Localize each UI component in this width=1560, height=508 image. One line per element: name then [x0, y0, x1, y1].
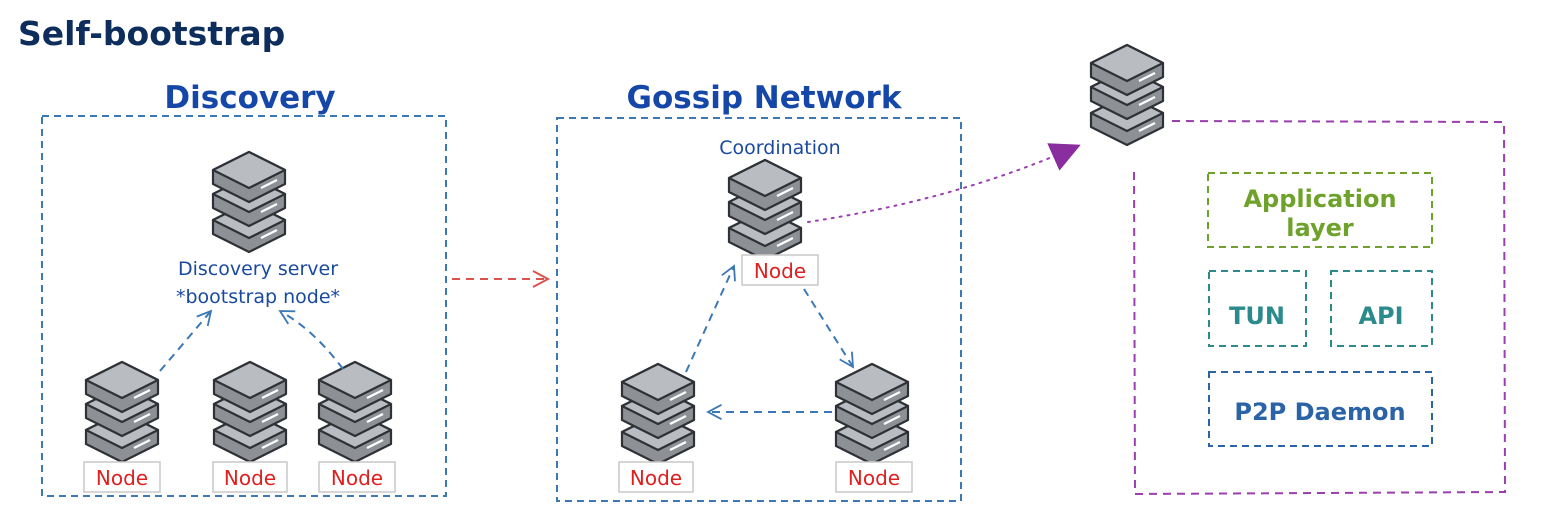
- tun-label: TUN: [1229, 302, 1285, 330]
- discovery-node-2-box: [212, 461, 288, 493]
- arrow-left-to-coord: [685, 264, 736, 373]
- page-title: Self-bootstrap: [18, 14, 285, 53]
- discovery-node-1-label: Node: [96, 466, 148, 490]
- gossip-node-right-label: Node: [848, 466, 900, 490]
- gossip-heading: Gossip Network: [627, 80, 903, 116]
- gossip-node-left-label: Node: [630, 466, 682, 490]
- discovery-box: [41, 115, 447, 497]
- arrow-node3-to-server: [278, 310, 344, 370]
- application-layer-label-line2: layer: [1286, 214, 1354, 242]
- bootstrap-node-label: *bootstrap node*: [176, 286, 340, 308]
- discovery-heading: Discovery: [164, 80, 335, 116]
- gossip-node-left-icon: [622, 364, 694, 464]
- host-stack-box: [1133, 120, 1507, 496]
- discovery-node-3-box: [318, 461, 396, 493]
- arrow-node1-to-server: [159, 309, 213, 372]
- discovery-node-2-icon: [214, 362, 286, 462]
- gossip-node-right-icon: [836, 364, 908, 464]
- gossip-node-right-box: [835, 461, 913, 493]
- coordination-node-label: Node: [754, 259, 806, 283]
- host-server-icon: [1091, 45, 1163, 145]
- application-layer-label-line1: Application: [1243, 185, 1396, 213]
- arrow-coord-to-host: [807, 143, 1081, 223]
- api-label: API: [1358, 302, 1403, 330]
- discovery-node-2-label: Node: [224, 466, 276, 490]
- gossip-box: [556, 117, 962, 502]
- coordination-label: Coordination: [719, 137, 840, 159]
- gossip-node-left-box: [618, 461, 694, 493]
- discovery-server-icon: [213, 152, 285, 252]
- api-box: [1330, 270, 1433, 347]
- p2p-daemon-label: P2P Daemon: [1234, 398, 1405, 426]
- coordination-server-icon: [729, 160, 801, 260]
- application-layer-box: [1207, 172, 1433, 248]
- discovery-node-3-label: Node: [331, 466, 383, 490]
- discovery-node-1-box: [83, 461, 161, 493]
- tun-box: [1208, 270, 1307, 347]
- discovery-server-label: Discovery server: [178, 258, 338, 280]
- coordination-node-box: [741, 254, 819, 286]
- arrow-coord-to-right: [803, 288, 855, 369]
- discovery-node-1-icon: [86, 362, 158, 462]
- discovery-node-3-icon: [319, 362, 391, 462]
- p2p-daemon-box: [1208, 371, 1433, 447]
